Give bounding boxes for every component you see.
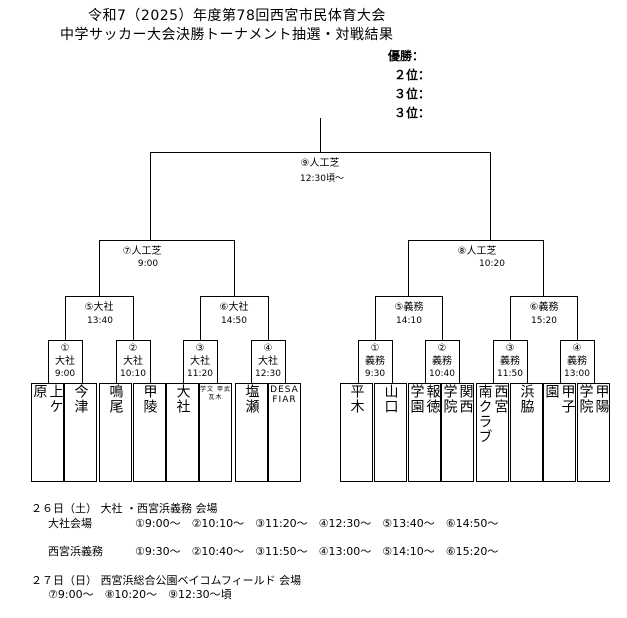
final-time: 12:30頃〜 xyxy=(300,174,344,184)
match-3-box: ③ 大社 11:20 xyxy=(183,342,217,381)
match-time: 10:10 xyxy=(120,369,146,379)
team-box-7: 塩瀬 xyxy=(235,383,268,482)
match-time: 11:50 xyxy=(497,369,523,379)
match-venue: 義務 xyxy=(365,356,385,367)
match-2-box: ② 大社 10:10 xyxy=(116,342,150,381)
match-venue: 義務 xyxy=(432,356,452,367)
team-name: 甲子 xyxy=(559,384,576,414)
match-venue: 大社 xyxy=(55,356,75,367)
match-num: ③ xyxy=(195,343,205,354)
result-second: ２位： xyxy=(394,68,431,82)
match-num: ③ xyxy=(505,343,515,354)
match-8-box: ④ 義務 13:00 xyxy=(560,342,594,381)
schedule-venue1: 大社会場 xyxy=(48,517,92,530)
match-6-box: ② 義務 10:40 xyxy=(425,342,459,381)
quarter-2-time: 14:50 xyxy=(221,316,247,326)
team-name: 原 xyxy=(31,384,48,399)
team-box-2: 今津 xyxy=(64,383,97,482)
match-time: 9:00 xyxy=(54,369,76,379)
semi-1-time: 9:00 xyxy=(137,259,159,269)
quarter-3-label: ⑤義務 xyxy=(394,302,424,313)
match-time: 12:30 xyxy=(255,369,281,379)
quarter-1-label: ⑤大社 xyxy=(84,302,114,313)
team-name: DESA FIAR xyxy=(270,385,299,405)
team-box-16: 甲陽学院 xyxy=(577,383,610,482)
match-time: 11:20 xyxy=(187,369,213,379)
title-line2: 中学サッカー大会決勝トーナメント抽選・対戦結果 xyxy=(60,27,394,43)
team-box-12: 関西学院 xyxy=(441,383,474,482)
schedule-day2: ２７日（日） 西宮浜総合公園ベイコムフィールド 会場 xyxy=(31,574,302,587)
match-time: 13:00 xyxy=(564,369,590,379)
match-time: 10:40 xyxy=(429,369,455,379)
match-venue: 義務 xyxy=(567,356,587,367)
match-venue: 大社 xyxy=(258,356,278,367)
team-name: 西宮 xyxy=(492,384,509,414)
team-box-8: DESA FIAR xyxy=(268,383,301,482)
title-line1: 令和7（2025）年度第78回西宮市民体育大会 xyxy=(88,8,386,24)
match-num: ① xyxy=(370,343,380,354)
match-num: ② xyxy=(437,343,447,354)
schedule-day2-slots: ⑦9:00〜 ⑧10:20〜 ⑨12:30〜頃 xyxy=(48,588,232,601)
team-box-10: 山口 xyxy=(374,383,407,482)
match-num: ④ xyxy=(572,343,582,354)
quarter-2-label: ⑥大社 xyxy=(219,302,249,313)
team-name: 山口 xyxy=(382,384,399,414)
team-name: 関西 xyxy=(457,384,474,414)
team-box-15: 甲子園 xyxy=(543,383,576,482)
team-box-13: 西宮南クラブ xyxy=(476,383,509,482)
team-box-6: 学文 甲武 瓦木 xyxy=(199,383,232,482)
team-name: 浜脇 xyxy=(518,384,535,414)
match-5-box: ① 義務 9:30 xyxy=(358,342,392,381)
result-third-b: ３位： xyxy=(394,106,431,120)
quarter-1-time: 13:40 xyxy=(87,316,113,326)
semi-2-label: ⑧人工芝 xyxy=(457,246,497,257)
match-num: ① xyxy=(60,343,70,354)
quarter-4-time: 15:20 xyxy=(531,316,557,326)
match-venue: 大社 xyxy=(190,356,210,367)
team-box-4: 甲陵 xyxy=(133,383,166,482)
semi-2-time: 10:20 xyxy=(479,259,505,269)
team-box-9: 平木 xyxy=(340,383,373,482)
team-name: 園 xyxy=(543,384,560,399)
team-name: 甲陵 xyxy=(141,384,158,414)
match-num: ② xyxy=(128,343,138,354)
match-venue: 義務 xyxy=(500,356,520,367)
result-third-a: ３位： xyxy=(394,87,431,101)
quarter-3-time: 14:10 xyxy=(396,316,422,326)
quarter-4-label: ⑥義務 xyxy=(529,302,559,313)
match-time: 9:30 xyxy=(364,369,386,379)
match-1-box: ① 大社 9:00 xyxy=(48,342,82,381)
team-name: 学院 xyxy=(441,384,458,414)
result-winner: 優勝： xyxy=(388,49,425,63)
team-name: 今津 xyxy=(72,384,89,414)
team-box-5: 大社 xyxy=(166,383,199,482)
final-label: ⑨人工芝 xyxy=(300,158,340,169)
schedule-day1: ２６日（土） 大社 ・西宮浜義務 会場 xyxy=(31,502,218,515)
team-name: 平木 xyxy=(348,384,365,414)
schedule-venue2-slots: ①9:30〜 ②10:40〜 ③11:50〜 ④13:00〜 ⑤14:10〜 ⑥… xyxy=(135,545,499,558)
match-num: ④ xyxy=(263,343,273,354)
team-box-11: 報徳学園 xyxy=(408,383,441,482)
team-name: 大社 xyxy=(174,384,191,414)
semi-1-label: ⑦人工芝 xyxy=(122,246,162,257)
team-name: 学園 xyxy=(408,384,425,414)
team-name: 鳴尾 xyxy=(107,384,124,414)
schedule-venue2: 西宮浜義務 xyxy=(48,545,103,558)
match-venue: 大社 xyxy=(123,356,143,367)
team-name: 学文 甲武 瓦木 xyxy=(200,386,231,401)
team-box-3: 鳴尾 xyxy=(99,383,132,482)
team-name: 報徳 xyxy=(424,384,441,414)
match-7-box: ③ 義務 11:50 xyxy=(493,342,527,381)
team-name: 上ケ xyxy=(47,384,64,414)
team-name: 学院 xyxy=(577,384,594,414)
team-box-1: 上ケ原 xyxy=(31,383,64,482)
schedule-venue1-slots: ①9:00〜 ②10:10〜 ③11:20〜 ④12:30〜 ⑤13:40〜 ⑥… xyxy=(135,517,499,530)
team-box-14: 浜脇 xyxy=(510,383,543,482)
team-name: 塩瀬 xyxy=(243,384,260,414)
match-4-box: ④ 大社 12:30 xyxy=(251,342,285,381)
team-name: 南クラブ xyxy=(476,384,493,444)
team-name: 甲陽 xyxy=(593,384,610,414)
